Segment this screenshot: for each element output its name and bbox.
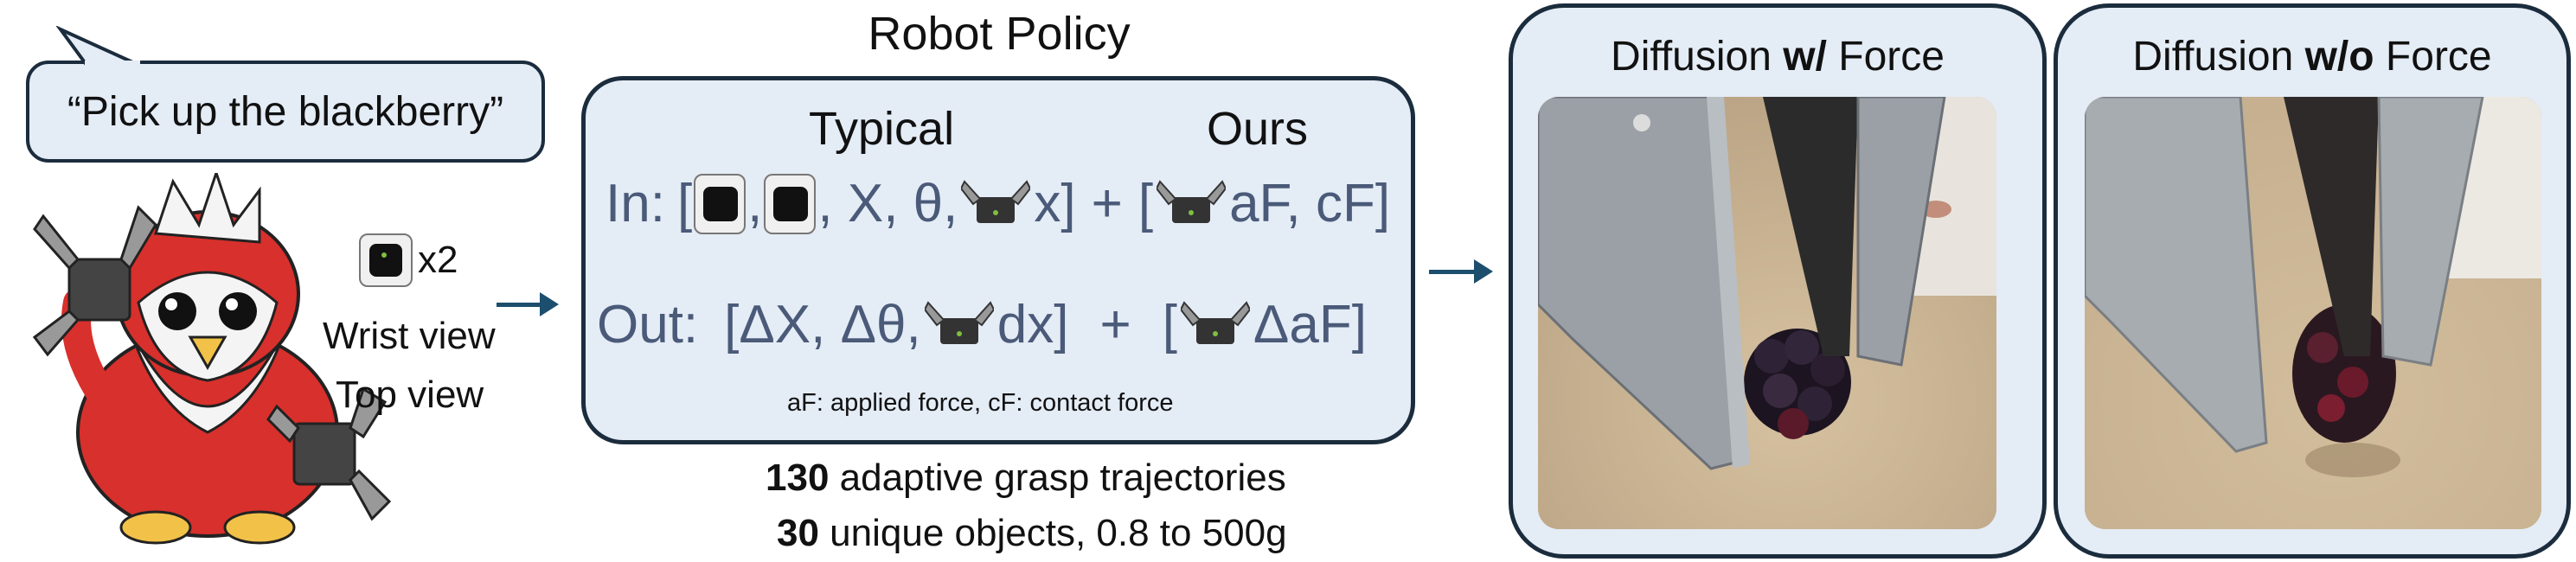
in-typical-vars: , X, θ,: [817, 174, 958, 233]
in-typical-end: x]: [1034, 174, 1076, 233]
without-force-photo: [2085, 97, 2541, 529]
without-force-title: Diffusion w/o Force: [2132, 34, 2492, 80]
trajectory-count: 130: [766, 457, 830, 499]
policy-box: [581, 76, 1415, 444]
typical-header: Typical: [809, 103, 955, 155]
trajectory-stat: 130 adaptive grasp trajectories: [766, 457, 1286, 500]
camera-count: x2: [418, 239, 458, 281]
camera-count-group: x2: [359, 233, 458, 287]
prompt-text: “Pick up the blackberry”: [67, 88, 504, 135]
with-force-photo: [1538, 97, 1996, 529]
object-stat: 30 unique objects, 0.8 to 500g: [777, 512, 1287, 555]
ours-header: Ours: [1207, 103, 1309, 155]
trajectory-text: adaptive grasp trajectories: [829, 457, 1286, 499]
object-count: 30: [777, 512, 819, 554]
object-text: unique objects, 0.8 to 500g: [818, 512, 1287, 554]
gripper-icon: [924, 300, 994, 344]
gripper-icon: [1157, 179, 1227, 223]
policy-title: Robot Policy: [868, 8, 1131, 60]
with-force-title: Diffusion w/ Force: [1611, 34, 1945, 80]
camera-icon: [359, 233, 413, 287]
force-legend: aF: applied force, cF: contact force: [787, 389, 1174, 417]
out-label: Out:: [597, 295, 699, 354]
in-label: In:: [606, 174, 665, 233]
prompt-speech-bubble: “Pick up the blackberry”: [26, 61, 545, 163]
policy-output-row: Out: [ΔX, Δθ, dx] + [ ΔaF]: [597, 295, 1367, 354]
speech-bubble-tail: [55, 26, 140, 67]
camera-icon: [694, 173, 747, 234]
top-view-label: Top view: [336, 374, 484, 416]
gripper-icon: [1180, 300, 1250, 344]
gripper-icon: [961, 179, 1031, 223]
policy-input-row: In: [ , , X, θ, x] + [ aF, cF]: [606, 173, 1391, 234]
arrow-to-policy: [497, 292, 559, 316]
out-typical-end: dx]: [996, 295, 1069, 354]
camera-icon: [764, 173, 817, 234]
out-typical-vars: [ΔX, Δθ,: [724, 295, 921, 354]
arrow-to-results: [1429, 259, 1493, 284]
out-ours-vars: ΔaF]: [1253, 295, 1367, 354]
in-ours-vars: aF, cF]: [1229, 174, 1391, 233]
wrist-view-label: Wrist view: [323, 315, 496, 357]
robot-mascot-illustration: [32, 173, 392, 545]
